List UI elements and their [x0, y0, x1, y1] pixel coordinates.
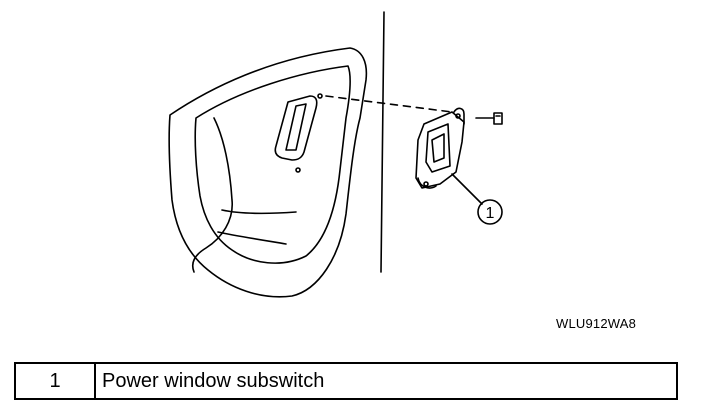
figure-code: WLU912WA8: [556, 316, 637, 331]
legend-table: 1 Power window subswitch: [14, 362, 678, 400]
armrest-outline: [191, 117, 233, 273]
mounting-dash-line: [325, 95, 453, 113]
switch-recess: [274, 95, 318, 161]
door-trim-outline: [168, 47, 368, 298]
callout-number: 1: [486, 205, 495, 222]
callout-circle: [477, 199, 503, 225]
door-trim-inner: [194, 65, 351, 264]
door-edge-line: [380, 11, 385, 273]
screw-icon: [475, 112, 503, 125]
table-row: 1 Power window subswitch: [14, 362, 678, 400]
callout-leader: [451, 173, 483, 205]
door-switch-illustration: 1: [168, 11, 503, 298]
power-window-subswitch: [415, 107, 465, 189]
legend-description: Power window subswitch: [94, 362, 678, 400]
legend-number: 1: [14, 362, 96, 400]
